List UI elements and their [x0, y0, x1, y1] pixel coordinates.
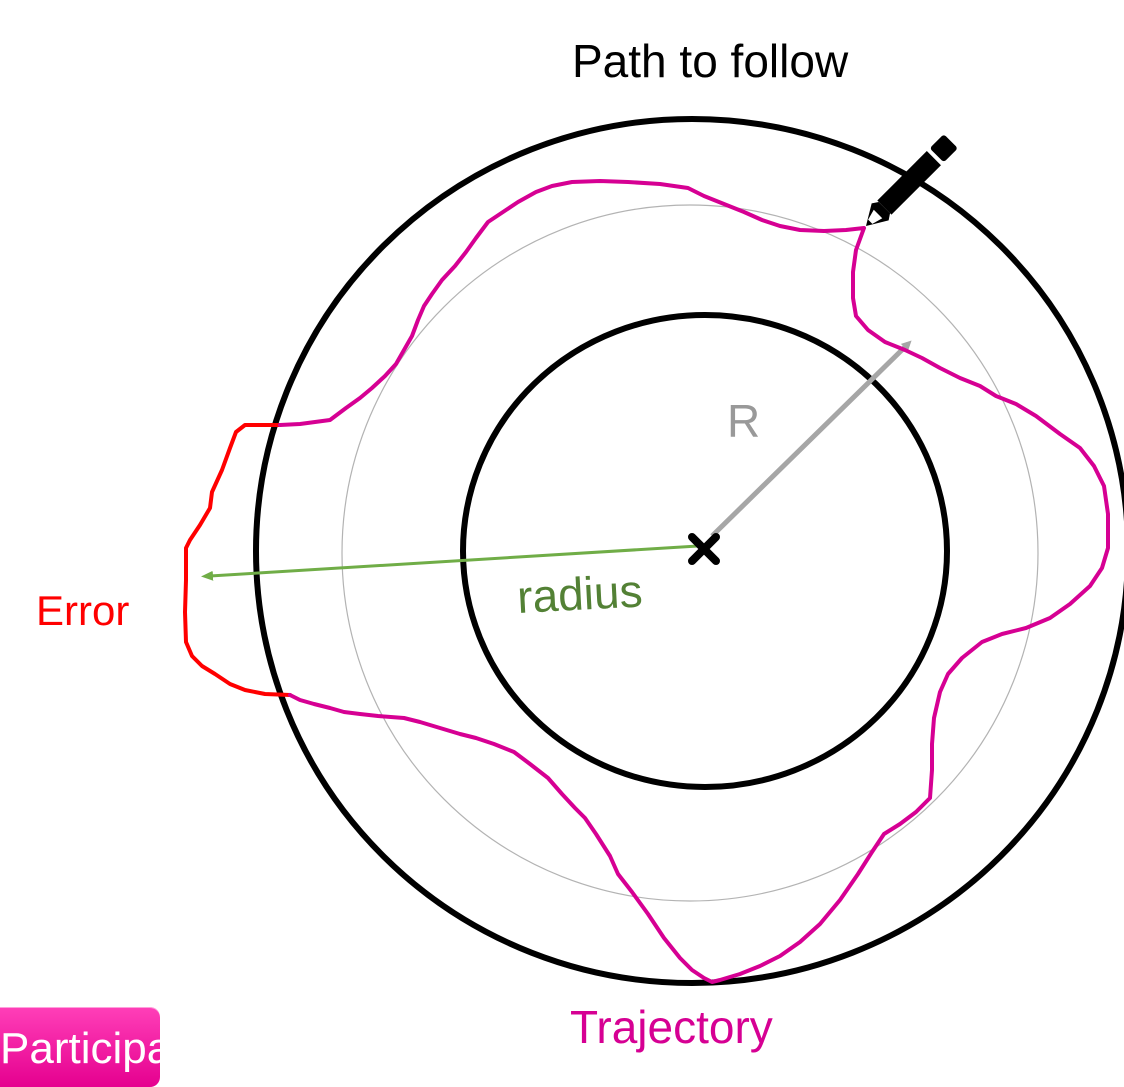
reference-circle — [341, 204, 1039, 902]
outer-path-circle — [253, 116, 1124, 986]
radius-label: radius — [515, 564, 644, 623]
participant-button-label: Participant — [0, 1024, 160, 1073]
trajectory-path — [278, 179, 1110, 984]
inner-path-circle — [460, 312, 950, 790]
pen-icon — [866, 135, 957, 226]
error-trajectory — [183, 423, 292, 697]
r-label: R — [727, 395, 761, 447]
participant-button[interactable]: Participant — [0, 1007, 160, 1087]
r-arrow — [710, 340, 912, 538]
error-label: Error — [36, 587, 130, 634]
path-to-follow-title: Path to follow — [572, 35, 849, 87]
radius-arrow — [201, 544, 699, 581]
tracking-diagram — [183, 116, 1124, 986]
trajectory-label: Trajectory — [570, 1001, 773, 1053]
x-mark-icon — [688, 533, 720, 565]
